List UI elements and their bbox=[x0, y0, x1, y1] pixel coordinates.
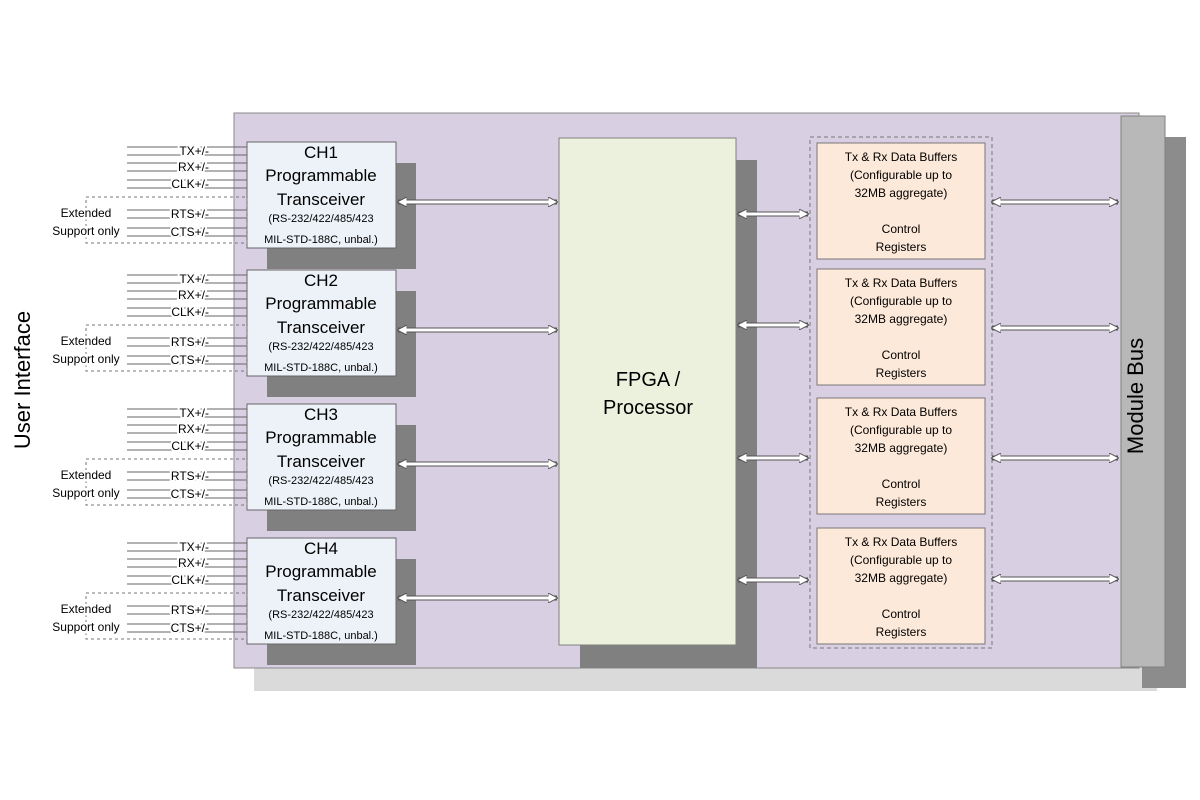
extended-label: Extended bbox=[61, 334, 112, 348]
channel-name: CH4 bbox=[304, 539, 338, 558]
buffer-text-line-4: Control bbox=[882, 222, 921, 236]
extended-label: Extended bbox=[61, 206, 112, 220]
extended-bracket bbox=[85, 458, 248, 506]
extended-bracket bbox=[85, 324, 248, 372]
signal-label: TX+/- bbox=[179, 144, 209, 158]
channel-box bbox=[246, 141, 397, 249]
support-only-label: Support only bbox=[52, 486, 119, 500]
signal-label: CLK+/- bbox=[171, 573, 209, 587]
channel-protocols: (RS-232/422/485/423 bbox=[268, 213, 373, 225]
signal-label: TX+/- bbox=[179, 406, 209, 420]
support-only-label: Support only bbox=[52, 352, 119, 366]
channel-title-line-2: Transceiver bbox=[277, 586, 366, 605]
channel-protocols: (RS-232/422/485/423 bbox=[268, 609, 373, 621]
channel-box bbox=[246, 403, 397, 511]
buffer-text-line-2: (Configurable up to bbox=[850, 168, 952, 182]
buffer-text-line-4: Control bbox=[882, 477, 921, 491]
buffer-4: Tx & Rx Data Buffers (Configurable up to 3… bbox=[738, 527, 1118, 645]
signal-label: RX+/- bbox=[178, 160, 209, 174]
signal-label: CLK+/- bbox=[171, 439, 209, 453]
support-only-label: Support only bbox=[52, 620, 119, 634]
channel-standard: MIL-STD-188C, unbal.) bbox=[264, 234, 378, 246]
buffer-box bbox=[816, 142, 986, 260]
buffer-text-line-1: Tx & Rx Data Buffers bbox=[845, 276, 957, 290]
channel-title-line-1: Programmable bbox=[265, 294, 377, 313]
signal-label: CLK+/- bbox=[171, 177, 209, 191]
channel-box bbox=[246, 269, 397, 377]
user-interface-label: User Interface bbox=[10, 311, 35, 449]
channel-title-line-1: Programmable bbox=[265, 428, 377, 447]
module-bus-label: Module Bus bbox=[1123, 338, 1148, 454]
buffer-3: Tx & Rx Data Buffers (Configurable up to 3… bbox=[738, 397, 1118, 515]
channel-box bbox=[246, 537, 397, 645]
buffer-1: Tx & Rx Data Buffers (Configurable up to 3… bbox=[738, 142, 1118, 260]
buffer-2: Tx & Rx Data Buffers (Configurable up to 3… bbox=[738, 268, 1118, 386]
channel-standard: MIL-STD-188C, unbal.) bbox=[264, 630, 378, 642]
buffer-text-line-1: Tx & Rx Data Buffers bbox=[845, 535, 957, 549]
buffer-text-line-5: Registers bbox=[876, 240, 927, 254]
channel-title-line-2: Transceiver bbox=[277, 452, 366, 471]
extended-bracket bbox=[85, 592, 248, 640]
signal-label: RX+/- bbox=[178, 556, 209, 570]
fpga-label-line-2: Processor bbox=[603, 397, 693, 419]
buffer-text-line-3: 32MB aggregate) bbox=[855, 571, 948, 585]
extended-label: Extended bbox=[61, 602, 112, 616]
signal-label: CTS+/- bbox=[171, 225, 209, 239]
channel-standard: MIL-STD-188C, unbal.) bbox=[264, 496, 378, 508]
channel-group: CH1ProgrammableTransceiver(RS-232/422/48… bbox=[50, 141, 557, 665]
fpga-label-line-1: FPGA / bbox=[616, 369, 681, 391]
support-only-label: Support only bbox=[52, 224, 119, 238]
channel-name: CH2 bbox=[304, 271, 338, 290]
signal-label: TX+/- bbox=[179, 540, 209, 554]
channel-protocols: (RS-232/422/485/423 bbox=[268, 341, 373, 353]
channel-title-line-2: Transceiver bbox=[277, 318, 366, 337]
buffer-text-line-2: (Configurable up to bbox=[850, 553, 952, 567]
signal-label: CTS+/- bbox=[171, 353, 209, 367]
signal-label: RTS+/- bbox=[171, 207, 209, 221]
buffer-text-line-3: 32MB aggregate) bbox=[855, 186, 948, 200]
signal-label: RTS+/- bbox=[171, 603, 209, 617]
buffer-text-line-5: Registers bbox=[876, 625, 927, 639]
channel-standard: MIL-STD-188C, unbal.) bbox=[264, 362, 378, 374]
fpga-box bbox=[558, 137, 737, 646]
channel-title-line-1: Programmable bbox=[265, 562, 377, 581]
signal-label: RTS+/- bbox=[171, 335, 209, 349]
buffer-text-line-3: 32MB aggregate) bbox=[855, 441, 948, 455]
module-bus-bar bbox=[1120, 115, 1166, 668]
buffer-text-line-5: Registers bbox=[876, 366, 927, 380]
extended-label: Extended bbox=[61, 468, 112, 482]
signal-label: TX+/- bbox=[179, 272, 209, 286]
buffer-group: Tx & Rx Data Buffers (Configurable up to 3… bbox=[738, 142, 1118, 645]
signal-label: RX+/- bbox=[178, 422, 209, 436]
buffer-box bbox=[816, 268, 986, 386]
channel-protocols: (RS-232/422/485/423 bbox=[268, 475, 373, 487]
channel-name: CH1 bbox=[304, 143, 338, 162]
buffer-text-line-3: 32MB aggregate) bbox=[855, 312, 948, 326]
signal-label: CTS+/- bbox=[171, 487, 209, 501]
buffer-text-line-2: (Configurable up to bbox=[850, 294, 952, 308]
buffer-group-outline bbox=[809, 136, 993, 649]
buffer-text-line-1: Tx & Rx Data Buffers bbox=[845, 405, 957, 419]
signal-label: CTS+/- bbox=[171, 621, 209, 635]
buffer-text-line-1: Tx & Rx Data Buffers bbox=[845, 150, 957, 164]
buffer-text-line-4: Control bbox=[882, 607, 921, 621]
buffer-text-line-5: Registers bbox=[876, 495, 927, 509]
signal-label: RX+/- bbox=[178, 288, 209, 302]
channel-title-line-2: Transceiver bbox=[277, 190, 366, 209]
buffer-text-line-4: Control bbox=[882, 348, 921, 362]
buffer-box bbox=[816, 397, 986, 515]
signal-label: CLK+/- bbox=[171, 305, 209, 319]
channel-name: CH3 bbox=[304, 405, 338, 424]
extended-bracket bbox=[85, 196, 248, 244]
signal-label: RTS+/- bbox=[171, 469, 209, 483]
buffer-text-line-2: (Configurable up to bbox=[850, 423, 952, 437]
channel-title-line-1: Programmable bbox=[265, 166, 377, 185]
buffer-box bbox=[816, 527, 986, 645]
